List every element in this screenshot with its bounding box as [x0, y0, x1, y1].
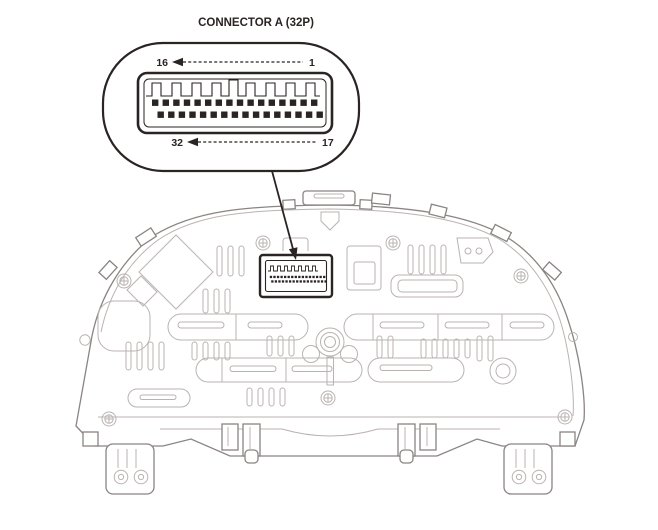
connector-key-profile — [146, 79, 320, 97]
pin — [152, 99, 159, 106]
pin — [292, 280, 295, 283]
pin — [303, 280, 306, 283]
pin — [295, 111, 302, 118]
pin — [291, 275, 294, 279]
pin — [320, 280, 324, 283]
vent-slots — [125, 244, 494, 407]
pin-label-16: 16 — [156, 57, 168, 69]
top-mounting-tab — [302, 190, 356, 231]
pin — [173, 99, 180, 106]
pin — [284, 111, 292, 118]
diamond-bracket — [126, 234, 214, 310]
pin — [183, 99, 191, 106]
pin — [324, 280, 327, 283]
pin — [242, 111, 249, 118]
gauge-openings — [79, 300, 578, 385]
pin — [215, 99, 222, 106]
pin — [311, 99, 318, 106]
pin — [199, 111, 207, 118]
leader-arrow — [271, 170, 298, 260]
arrowhead-left-bottom — [187, 137, 198, 147]
pin — [294, 275, 297, 279]
pin — [263, 111, 270, 118]
connector-callout: CONNECTOR A (32P) 16 1 32 17 — [101, 17, 361, 260]
mounting-foot-right — [503, 443, 553, 495]
pin — [316, 111, 323, 118]
pin — [313, 280, 317, 283]
pin — [323, 275, 326, 279]
pin — [189, 111, 196, 118]
aux-connector-openings — [282, 237, 494, 298]
pin — [210, 111, 217, 118]
pin — [287, 275, 290, 279]
pin — [301, 275, 305, 279]
pin — [168, 111, 175, 118]
pin — [273, 275, 276, 279]
pin — [319, 275, 322, 279]
pin — [285, 280, 288, 283]
pin-row-top — [152, 99, 318, 106]
pin-label-17: 17 — [322, 137, 334, 149]
pin — [231, 111, 239, 118]
arrowhead-left-top — [172, 57, 183, 67]
pin — [315, 275, 319, 279]
pin — [247, 99, 254, 106]
pin — [252, 111, 260, 118]
mini-pin-row-top — [269, 275, 326, 279]
pin — [289, 99, 297, 106]
pin — [274, 280, 278, 283]
pin — [268, 99, 275, 106]
connector-face — [136, 71, 334, 135]
bottom-edge-details — [82, 416, 576, 464]
pin — [308, 275, 312, 279]
pin-row-top-labels: 16 1 — [156, 57, 315, 69]
pin — [221, 111, 228, 118]
pin — [288, 280, 292, 283]
pin — [279, 99, 286, 106]
pin — [162, 99, 169, 106]
pin — [317, 280, 320, 283]
pin — [296, 280, 299, 283]
pin-row-bottom — [157, 111, 323, 118]
pin — [312, 275, 315, 279]
pin-row-bottom-labels: 32 17 — [171, 137, 334, 149]
pin — [178, 111, 186, 118]
housing-edge-tabs — [98, 192, 563, 281]
pin — [276, 275, 280, 279]
pin — [205, 99, 212, 106]
central-boss — [302, 327, 358, 386]
pin — [236, 99, 244, 106]
pin — [157, 111, 164, 118]
pin — [298, 275, 301, 279]
mounting-foot-left — [105, 443, 155, 495]
pin — [274, 111, 281, 118]
mini-pin-row-bottom — [271, 280, 327, 283]
pin — [299, 280, 302, 283]
pin-label-1: 1 — [309, 57, 315, 69]
pin — [305, 111, 313, 118]
callout-title: CONNECTOR A (32P) — [198, 17, 314, 29]
inner-contour — [100, 208, 574, 417]
pin — [278, 280, 281, 283]
pin — [194, 99, 201, 106]
pin-label-32: 32 — [171, 137, 183, 149]
horizontal-slot-bars — [127, 313, 555, 408]
pin — [271, 280, 274, 283]
pin — [300, 99, 307, 106]
pin — [280, 275, 283, 279]
pin — [269, 275, 273, 279]
pin — [305, 275, 308, 279]
pin — [226, 99, 233, 106]
instrument-cluster-rear-view — [75, 190, 585, 495]
pin — [258, 99, 265, 106]
pin — [281, 280, 285, 283]
pin — [310, 280, 313, 283]
pin — [284, 275, 287, 279]
pin — [306, 280, 309, 283]
